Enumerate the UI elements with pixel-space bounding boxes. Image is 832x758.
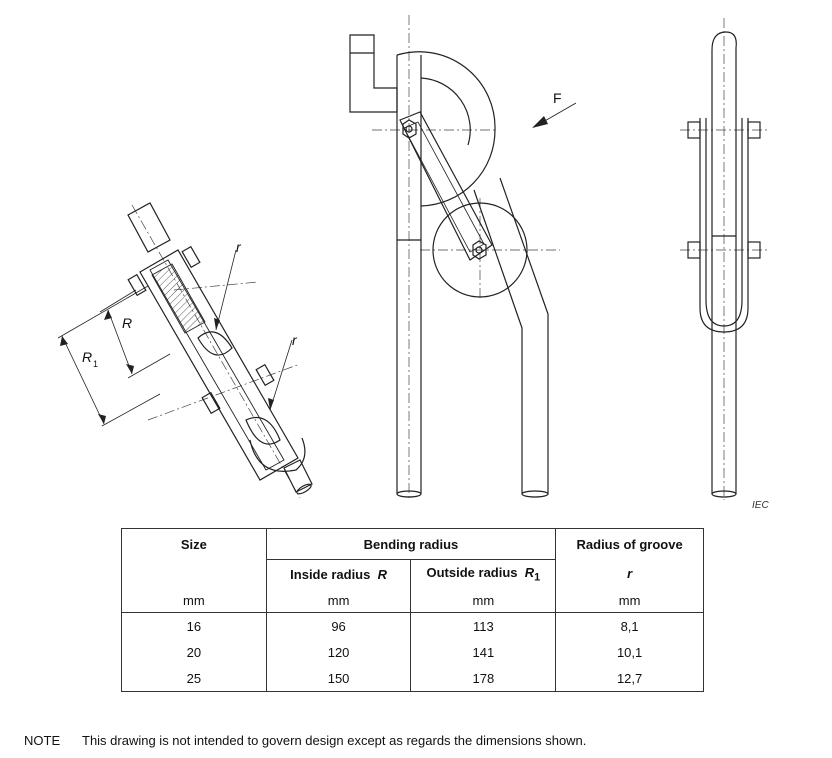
header-inside-radius: Inside radius R	[265, 559, 412, 588]
table-row: 16 96 113 8,1	[121, 612, 704, 639]
front-view	[349, 15, 577, 500]
header-size: Size	[121, 528, 267, 560]
label-r-right: r	[292, 332, 298, 348]
header-outside-radius: Outside radius R1	[410, 559, 557, 588]
label-R1: R	[82, 349, 92, 365]
header-groove: Radius of groove	[555, 528, 704, 560]
bolt-icon	[687, 121, 761, 259]
table-header-row: Size Bending radius Radius of groove	[121, 528, 704, 560]
table-subheader-row: Inside radius R Outside radius R1 r	[121, 559, 704, 588]
bending-radius-table: Size Bending radius Radius of groove Ins…	[121, 528, 704, 692]
note-text: This drawing is not intended to govern d…	[82, 733, 587, 748]
side-view	[680, 18, 768, 500]
nut-icon	[402, 119, 487, 260]
section-view	[57, 202, 313, 499]
iec-mark: IEC	[752, 500, 769, 511]
table-units-row: mm mm mm mm	[121, 588, 704, 613]
note-label: NOTE	[24, 733, 61, 748]
table-row: 20 120 141 10,1	[121, 639, 704, 665]
bolt-icon	[127, 245, 275, 415]
bending-tool-drawing: r r R R 1 F	[57, 15, 768, 500]
header-bending-radius: Bending radius	[265, 528, 557, 560]
label-F: F	[553, 90, 562, 106]
label-R1-sub: 1	[93, 359, 98, 369]
label-R: R	[122, 315, 132, 331]
table-row: 25 150 178 12,7	[121, 665, 704, 692]
label-r-left: r	[236, 239, 242, 255]
note: NOTE This drawing is not intended to gove…	[24, 733, 586, 748]
header-groove-symbol: r	[555, 559, 704, 588]
